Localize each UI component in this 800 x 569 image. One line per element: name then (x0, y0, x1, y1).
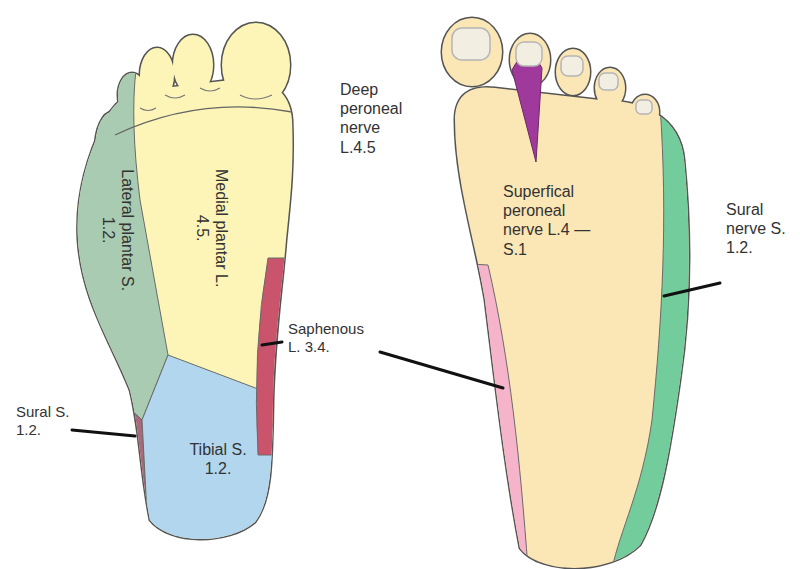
nerve-label: Sural nerve S. 1.2. (726, 200, 788, 258)
nerve-label: Saphenous L. 3.4. (288, 320, 374, 356)
nerve-label: Deep peroneal nerve L.4.5 (340, 80, 415, 157)
nerve-label: Lateral plantar S. 1.2. (99, 165, 137, 295)
nerve-label: Tibial S. 1.2. (178, 440, 258, 478)
nerve-label: Sural S. 1.2. (16, 403, 72, 439)
nerve-label: Medial plantar L. 4.5. (193, 163, 231, 293)
nerve-label: Superfical peroneal nerve L.4 — S.1 (503, 182, 603, 259)
